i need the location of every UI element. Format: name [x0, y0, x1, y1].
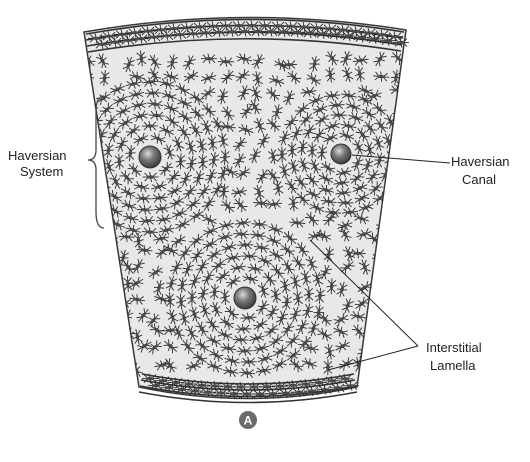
osteocyte-mark	[391, 198, 409, 217]
osteocyte-mark	[375, 332, 391, 343]
label-interstitial-line1: Interstitial	[426, 340, 482, 355]
osteocyte-mark	[98, 295, 117, 313]
osteocyte-mark	[82, 195, 100, 213]
osteocyte-mark	[85, 246, 104, 262]
osteocyte-mark	[373, 312, 386, 330]
osteocyte-mark	[76, 341, 95, 358]
osteocyte-mark	[86, 291, 104, 310]
osteocyte-mark	[373, 261, 391, 275]
label-haversian-system-line2: System	[20, 164, 63, 179]
osteocyte-mark	[387, 281, 399, 298]
osteocyte-mark	[390, 295, 408, 310]
label-haversian-canal-line1: Haversian	[451, 154, 510, 169]
osteocyte-mark	[376, 275, 392, 294]
osteocyte-mark	[392, 228, 410, 247]
osteocyte-mark	[82, 129, 96, 147]
osteocyte-mark	[393, 359, 409, 378]
osteocyte-mark	[384, 264, 403, 282]
osteocyte-mark	[119, 361, 137, 375]
osteocyte-mark	[81, 227, 94, 245]
osteocyte-mark	[101, 278, 120, 294]
osteocyte-mark	[85, 177, 102, 196]
osteocyte-mark	[391, 161, 405, 179]
haversian-canal-bottom	[234, 287, 256, 309]
osteocyte-mark	[77, 263, 95, 278]
haversian-canal-left	[139, 146, 161, 168]
osteocyte-mark	[71, 132, 83, 149]
osteocyte-mark	[93, 263, 111, 281]
label-interstitial-line2: Lamella	[430, 358, 476, 373]
osteocyte-mark	[370, 344, 385, 363]
osteocyte-mark	[93, 357, 112, 375]
osteocyte-mark	[96, 249, 112, 259]
osteocyte-mark	[70, 165, 83, 183]
osteocyte-mark	[79, 87, 92, 105]
osteocyte-mark	[369, 357, 388, 374]
osteocyte-mark	[96, 325, 113, 344]
osteocyte-mark	[393, 242, 405, 259]
panel-letter: A	[244, 414, 253, 428]
osteocyte-mark	[95, 338, 114, 356]
osteocyte-mark	[83, 327, 102, 343]
haversian-canal-right	[331, 144, 351, 164]
osteocyte-mark	[70, 149, 80, 165]
label-haversian-system-line1: Haversian	[8, 148, 67, 163]
osteocyte-mark	[76, 196, 94, 215]
osteocyte-mark	[389, 216, 401, 233]
osteocyte-mark	[78, 360, 94, 371]
osteocyte-mark	[81, 162, 94, 180]
label-haversian-canal-line2: Canal	[462, 172, 496, 187]
osteocyte-mark	[390, 328, 407, 347]
osteocyte-mark	[74, 115, 91, 134]
osteocyte-mark	[74, 180, 90, 199]
osteocyte-mark	[101, 314, 119, 328]
osteocyte-mark	[89, 212, 100, 229]
osteocyte-mark	[80, 308, 96, 327]
osteocyte-mark	[81, 277, 97, 296]
